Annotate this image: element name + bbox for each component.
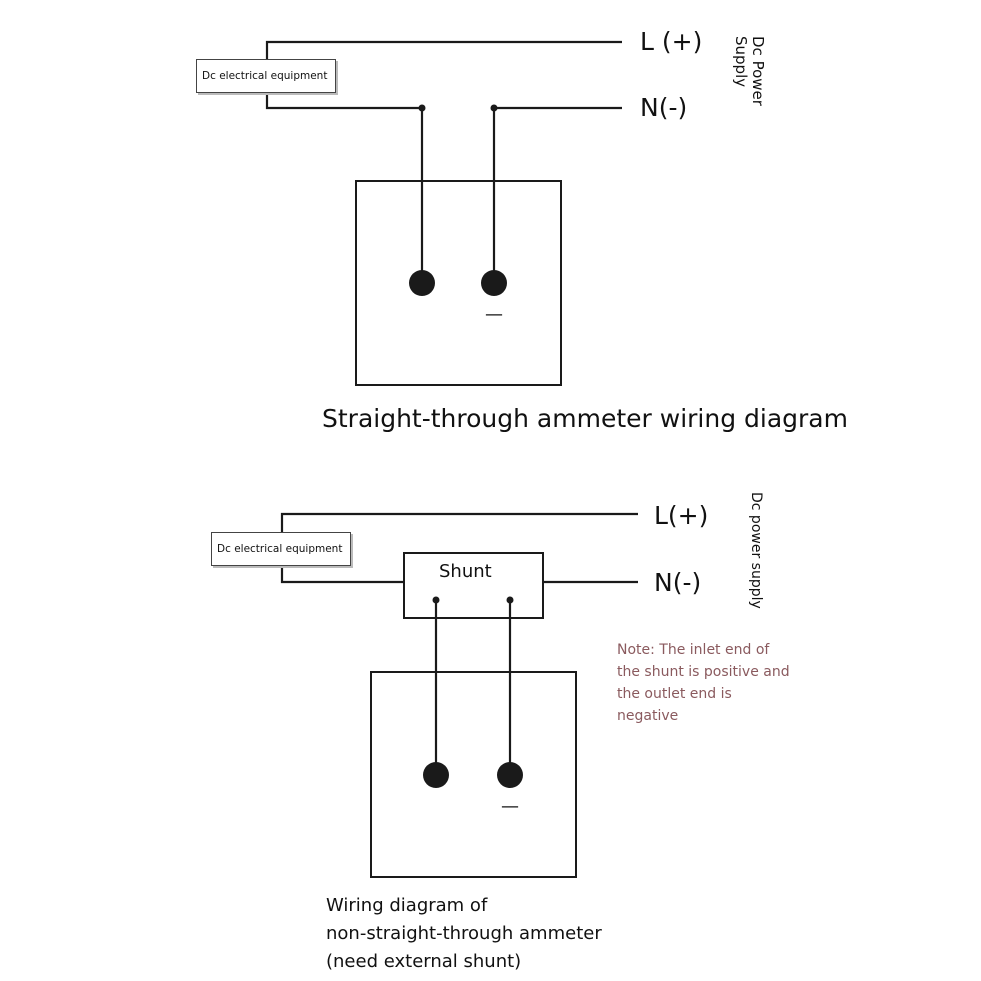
d1-title: Straight-through ammeter wiring diagram <box>322 404 848 433</box>
d2-live-label: L(+) <box>654 501 709 530</box>
d2-ammeter-body <box>370 671 577 878</box>
d1-neutral-wire-left <box>265 94 422 110</box>
d2-equipment-label: Dc electrical equipment <box>211 532 351 566</box>
d2-shunt-body <box>403 552 544 619</box>
d2-shunt-node-negative <box>506 596 514 604</box>
d1-live-wire <box>265 40 622 62</box>
d2-supply-label: Dc power supply <box>748 492 765 609</box>
d2-positive-terminal <box>423 762 449 788</box>
d1-equipment-label: Dc electrical equipment <box>196 59 336 93</box>
d2-live-wire <box>280 512 638 532</box>
d2-shunt-label: Shunt <box>439 561 492 582</box>
d1-positive-terminal <box>409 270 435 296</box>
d2-title: Wiring diagram of non-straight-through a… <box>326 892 602 976</box>
d2-negative-terminal <box>497 762 523 788</box>
d1-supply-label: Dc Power Supply <box>731 36 767 106</box>
d2-title-line-1: Wiring diagram of <box>326 895 488 916</box>
d2-neutral-label: N(-) <box>654 568 702 597</box>
d2-minus-mark: — <box>501 796 519 817</box>
d2-shunt-node-positive <box>432 596 440 604</box>
d1-negative-terminal <box>481 270 507 296</box>
d1-live-label: L (+) <box>640 27 703 56</box>
d1-minus-mark: — <box>485 304 503 325</box>
d1-ammeter-body <box>355 180 562 386</box>
d2-shunt-note: Note: The inlet end of the shunt is posi… <box>617 642 790 724</box>
d2-neutral-wire-left <box>280 566 404 584</box>
d2-title-line-3: (need external shunt) <box>326 951 522 972</box>
d2-title-line-2: non-straight-through ammeter <box>326 923 602 944</box>
d1-junction-negative <box>490 104 498 112</box>
d1-neutral-label: N(-) <box>640 93 688 122</box>
d1-junction-positive <box>418 104 426 112</box>
